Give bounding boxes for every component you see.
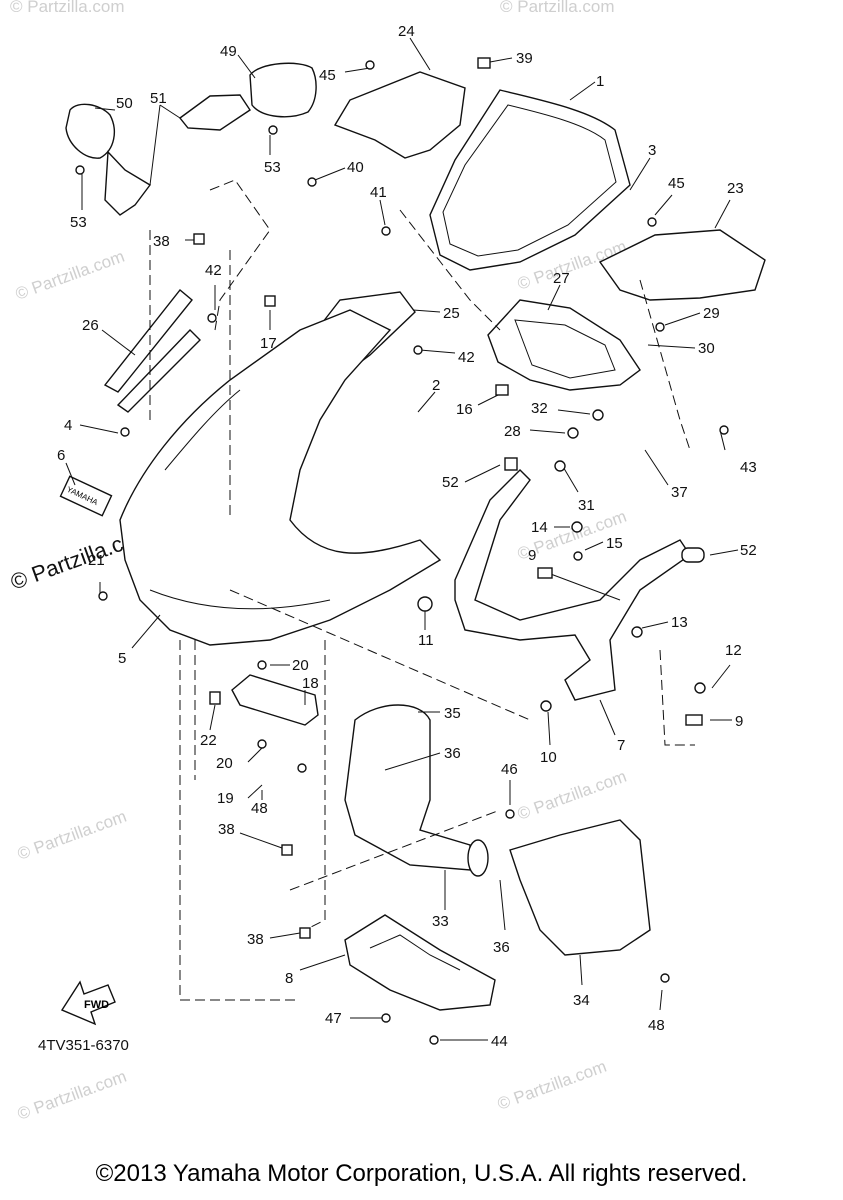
callout-21: 21 — [88, 552, 105, 569]
callout-40: 40 — [347, 159, 364, 176]
watermark: © Partzilla.com — [495, 1057, 609, 1114]
under-cover-part — [344, 914, 496, 1011]
callout-11: 11 — [418, 632, 434, 649]
callout-30: 30 — [698, 340, 715, 357]
callout-52b: 52 — [740, 542, 757, 559]
callout-38a: 38 — [153, 233, 170, 250]
watermark: © Partzilla.com — [13, 247, 127, 304]
brace-part — [103, 289, 193, 393]
windscreen-part — [429, 89, 631, 271]
callout-19: 19 — [217, 790, 234, 807]
emblem-part — [59, 475, 113, 517]
callout-53a: 53 — [264, 159, 281, 176]
callout-4: 4 — [64, 417, 72, 434]
callout-26: 26 — [82, 317, 99, 334]
watermark: © Partzilla.com — [500, 0, 615, 16]
callout-48a: 48 — [251, 800, 268, 817]
callout-52a: 52 — [442, 474, 459, 491]
callout-36a: 36 — [444, 745, 461, 762]
callout-1: 1 — [596, 73, 604, 90]
callout-9a: 9 — [528, 547, 536, 564]
callout-2: 2 — [432, 377, 440, 394]
callout-7: 7 — [617, 737, 625, 754]
callout-29: 29 — [703, 305, 720, 322]
callout-34: 34 — [573, 992, 590, 1009]
air-duct-part — [344, 704, 471, 871]
callout-45a: 45 — [319, 67, 336, 84]
callout-46: 46 — [501, 761, 518, 778]
callout-38c: 38 — [247, 931, 264, 948]
callout-42a: 42 — [205, 262, 222, 279]
callout-16: 16 — [456, 401, 473, 418]
callout-24: 24 — [398, 23, 415, 40]
callout-20b: 20 — [216, 755, 233, 772]
inner-panel-part — [333, 71, 466, 159]
callout-37: 37 — [671, 484, 688, 501]
callout-5: 5 — [118, 650, 126, 667]
callout-49: 49 — [220, 43, 237, 60]
callout-27: 27 — [553, 270, 570, 287]
callout-35: 35 — [444, 705, 461, 722]
meter-panel-part — [487, 299, 641, 391]
callout-20a: 20 — [292, 657, 309, 674]
callout-8: 8 — [285, 970, 293, 987]
callout-50: 50 — [116, 95, 133, 112]
callout-39: 39 — [516, 50, 533, 67]
fwd-label: FWD — [84, 999, 109, 1011]
fwd-arrow-icon — [60, 980, 116, 1026]
callout-42b: 42 — [458, 349, 475, 366]
watermark: © Partzilla.com — [15, 807, 129, 864]
diagram-code: 4TV351-6370 — [38, 1037, 129, 1054]
callout-32: 32 — [531, 400, 548, 417]
callout-48b: 48 — [648, 1017, 665, 1034]
cowling-stay-part — [454, 469, 691, 701]
callout-51: 51 — [150, 90, 167, 107]
callout-23: 23 — [727, 180, 744, 197]
callout-44: 44 — [491, 1033, 508, 1050]
callout-14: 14 — [531, 519, 548, 536]
callout-3: 3 — [648, 142, 656, 159]
vent-panel-part — [231, 674, 319, 726]
callout-12: 12 — [725, 642, 742, 659]
watermark: © Partzilla.com — [10, 0, 125, 16]
callout-17: 17 — [260, 335, 277, 352]
callout-6: 6 — [57, 447, 65, 464]
watermark: © Partzilla.com — [15, 1067, 129, 1124]
callout-10: 10 — [540, 749, 557, 766]
callout-25: 25 — [443, 305, 460, 322]
callout-9b: 9 — [735, 713, 743, 730]
callout-18: 18 — [302, 675, 319, 692]
fasteners — [75, 57, 729, 1045]
callout-53b: 53 — [70, 214, 87, 231]
callout-38b: 38 — [218, 821, 235, 838]
side-duct-part — [598, 229, 766, 301]
callout-31: 31 — [578, 497, 595, 514]
callout-28: 28 — [504, 423, 521, 440]
mirror-left-part — [65, 103, 116, 159]
callout-13: 13 — [671, 614, 688, 631]
callout-36b: 36 — [493, 939, 510, 956]
callout-47: 47 — [325, 1010, 342, 1027]
callout-33: 33 — [432, 913, 449, 930]
callout-45b: 45 — [668, 175, 685, 192]
duct-right-part — [509, 819, 651, 956]
copyright-notice: ©2013 Yamaha Motor Corporation, U.S.A. A… — [95, 1160, 748, 1187]
callout-41: 41 — [370, 184, 387, 201]
watermark: © Partzilla.com — [515, 767, 629, 824]
callout-43: 43 — [740, 459, 757, 476]
callout-labels: 1 2 3 4 5 6 7 8 9 9 10 11 12 13 14 15 16 — [57, 23, 757, 1050]
callout-15: 15 — [606, 535, 623, 552]
main-cowling-part — [119, 309, 442, 646]
callout-22: 22 — [200, 732, 217, 749]
mirror-right-part — [249, 62, 317, 118]
